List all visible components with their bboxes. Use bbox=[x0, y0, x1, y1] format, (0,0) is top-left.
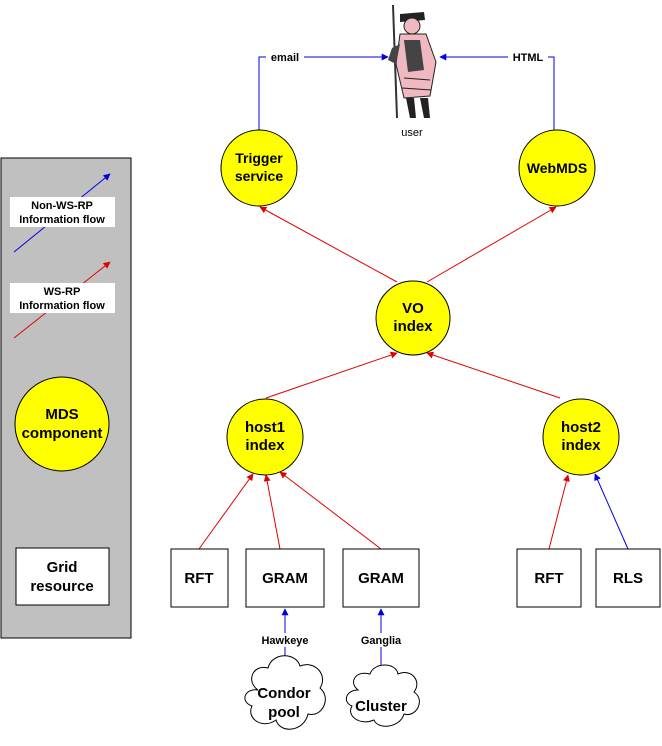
edge-vo-to-webmds bbox=[426, 206, 557, 283]
legend-ws-rp-label-line2: Information flow bbox=[19, 300, 105, 312]
resource-rft1: RFT bbox=[170, 548, 229, 608]
edge-gram1-to-host1 bbox=[263, 474, 281, 550]
node-trigger-service: Trigger service bbox=[220, 129, 298, 207]
resource-gram1: GRAM bbox=[245, 548, 325, 608]
legend-grid-resource-line1: Grid bbox=[47, 559, 78, 576]
edge-gram2-to-host1 bbox=[279, 471, 382, 550]
edges: email HTML Hawkeye Ganglia bbox=[198, 50, 629, 680]
user: user bbox=[388, 4, 437, 139]
node-vo-index-line2: index bbox=[393, 318, 433, 335]
node-host1-index-line2: index bbox=[245, 437, 285, 454]
node-vo-index-line1: VO bbox=[402, 300, 424, 317]
source-cluster-label: Cluster bbox=[355, 698, 407, 715]
legend-non-ws-rp-label-bg bbox=[10, 197, 115, 227]
resource-rft1-label: RFT bbox=[184, 570, 213, 587]
ganglia-label: Ganglia bbox=[361, 635, 402, 647]
html-label: HTML bbox=[513, 52, 544, 64]
resource-rft2: RFT bbox=[516, 548, 582, 608]
resource-rls: RLS bbox=[595, 548, 661, 608]
resource-gram1-label: GRAM bbox=[262, 570, 308, 587]
source-condor-line1: Condor bbox=[257, 685, 310, 702]
resource-gram2: GRAM bbox=[342, 548, 420, 608]
edge-host2-to-vo bbox=[426, 351, 561, 399]
edge-webmds-to-user bbox=[439, 53, 555, 131]
node-host2-index-line1: host2 bbox=[561, 419, 601, 436]
legend-ws-rp-label-line1: WS-RP bbox=[44, 286, 81, 298]
node-host1-index-line1: host1 bbox=[245, 419, 285, 436]
source-condor-line2: pool bbox=[268, 704, 300, 721]
resource-rft2-label: RFT bbox=[534, 570, 563, 587]
edge-trigger-to-user bbox=[258, 53, 389, 131]
edge-rft1-to-host1 bbox=[198, 473, 254, 550]
legend-mds-component-line1: MDS bbox=[45, 406, 78, 423]
person-figure-icon bbox=[388, 4, 437, 119]
email-label-bg bbox=[266, 50, 304, 64]
node-trigger-service-line1: Trigger bbox=[235, 150, 283, 166]
user-label: user bbox=[401, 127, 423, 139]
edge-host1-to-vo bbox=[265, 351, 398, 399]
hawkeye-label-bg bbox=[252, 633, 318, 647]
legend-non-ws-rp-label-line2: Information flow bbox=[19, 214, 105, 226]
node-webmds: WebMDS bbox=[518, 129, 596, 207]
hawkeye-label: Hawkeye bbox=[261, 635, 308, 647]
edge-vo-to-trigger bbox=[259, 206, 398, 283]
node-webmds-line1: WebMDS bbox=[527, 160, 587, 176]
legend-mds-component-line2: component bbox=[22, 425, 103, 442]
legend-non-ws-rp-label-line1: Non-WS-RP bbox=[31, 200, 93, 212]
cluster-cloud-icon bbox=[345, 664, 420, 727]
node-trigger-service-line2: service bbox=[235, 168, 283, 184]
edge-rls-to-host2 bbox=[594, 473, 629, 550]
ganglia-label-bg bbox=[352, 633, 410, 647]
resource-gram2-label: GRAM bbox=[358, 570, 404, 587]
node-vo-index: VO index bbox=[375, 280, 451, 356]
html-label-bg bbox=[508, 50, 548, 64]
source-cluster: Cluster bbox=[345, 664, 420, 727]
legend-panel: Non-WS-RP Information flow WS-RP Informa… bbox=[0, 157, 132, 639]
legend-grid-resource-line2: resource bbox=[30, 578, 93, 595]
node-host2-index: host2 index bbox=[542, 398, 620, 476]
legend-ws-rp-label-bg bbox=[10, 283, 115, 313]
legend-grid-resource-box bbox=[15, 547, 110, 606]
email-label: email bbox=[271, 52, 299, 64]
source-condor-pool: Condor pool bbox=[244, 655, 326, 730]
node-host2-index-line2: index bbox=[561, 437, 601, 454]
condor-cloud-icon bbox=[244, 655, 326, 730]
edge-rft2-to-host2 bbox=[548, 474, 570, 550]
resource-rls-label: RLS bbox=[613, 570, 643, 587]
legend-mds-component-circle bbox=[14, 376, 110, 472]
node-host1-index: host1 index bbox=[226, 398, 304, 476]
